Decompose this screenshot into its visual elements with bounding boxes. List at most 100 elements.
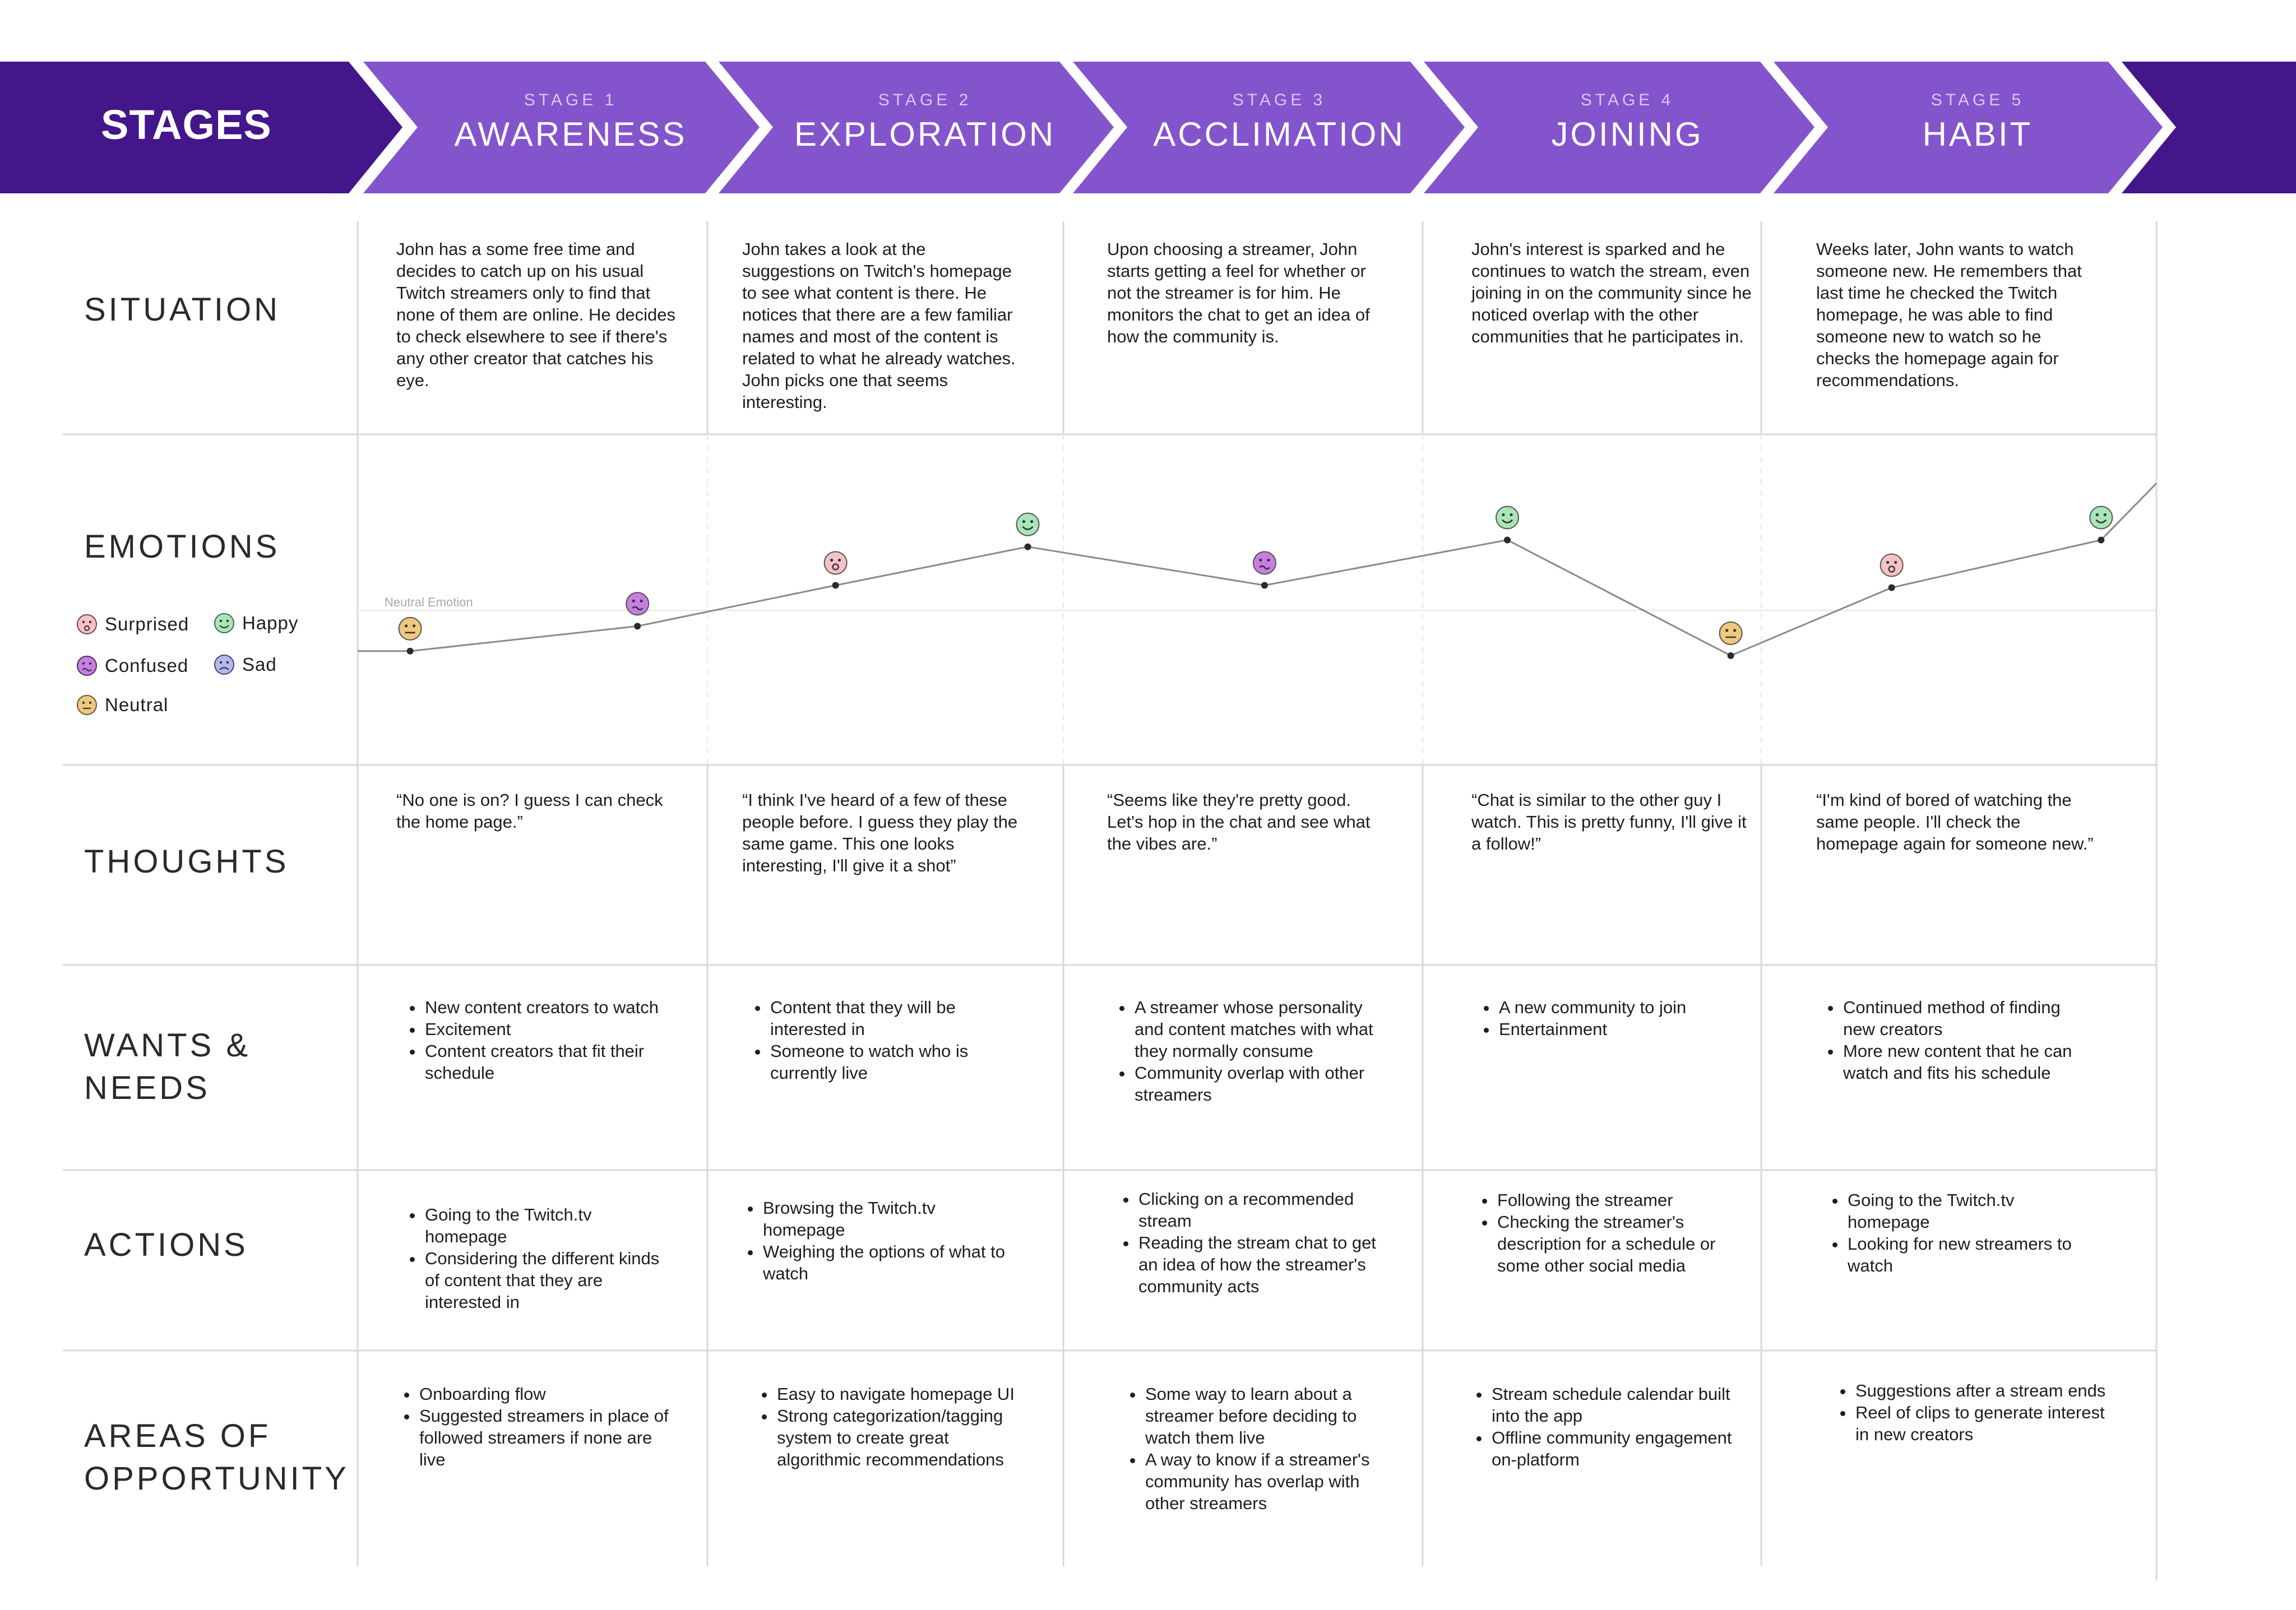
bullet-list: Going to the Twitch.tv homepage Consider… [398, 1204, 678, 1313]
bullet-list: Suggestions after a stream ends Reel of … [1829, 1380, 2109, 1445]
legend-label: Sad [242, 654, 277, 675]
grid-lines [63, 221, 2158, 1580]
thoughts-stage-1: “No one is on? I guess I can check the h… [396, 790, 663, 832]
list-item: Going to the Twitch.tv homepage [424, 1204, 678, 1247]
actions-stage-2: Browsing the Twitch.tv homepage Weighing… [736, 1197, 1016, 1284]
neutral-face-icon [1719, 621, 1743, 645]
thoughts-stage-4: “Chat is similar to the other guy I watc… [1471, 790, 1747, 853]
bullet-list: A new community to join Entertainment [1472, 996, 1741, 1040]
stage-1-name: AWARENESS [454, 115, 687, 153]
emotion-point [1888, 584, 1895, 591]
wants-stage-4: A new community to join Entertainment [1472, 996, 1741, 1040]
wants-stage-1: New content creators to watch Excitement… [398, 996, 673, 1084]
bullet-list: Stream schedule calendar built into the … [1465, 1383, 1751, 1470]
legend-item-happy: Happy [213, 612, 298, 634]
actions-stage-3: Clicking on a recommended stream Reading… [1112, 1188, 1392, 1297]
neutral-face-icon [77, 695, 97, 715]
list-item: Community overlap with other streamers [1133, 1062, 1382, 1106]
stage-5-chevron [1774, 62, 2163, 193]
confused-face-icon [77, 656, 97, 676]
row-label-areas-of-opportunity: AREAS OF OPPORTUNITY [84, 1415, 376, 1500]
stages-banner-text: STAGES STAGE 1 AWARENESS STAGE 2 EXPLORA… [0, 62, 2296, 193]
list-item: Some way to learn about a streamer befor… [1144, 1383, 1387, 1449]
happy-face-icon [2089, 505, 2113, 530]
situation-stage-5: Weeks later, John wants to watch someone… [1816, 239, 2082, 390]
emotion-point [832, 582, 839, 589]
row-label-thoughts: THOUGHTS [84, 843, 289, 880]
row-label-situation: SITUATION [84, 291, 281, 328]
surprised-face-icon [77, 614, 97, 634]
opportunity-stage-4: Stream schedule calendar built into the … [1465, 1383, 1751, 1470]
stages-label-chevron [0, 62, 402, 193]
stage-5-number: STAGE 5 [1931, 91, 2025, 109]
stage-2-number: STAGE 2 [878, 91, 972, 109]
bullet-list: Onboarding flow Suggested streamers in p… [392, 1383, 673, 1470]
list-item: A streamer whose personality and content… [1133, 996, 1382, 1062]
wants-stage-3: A streamer whose personality and content… [1108, 996, 1382, 1106]
stages-title: STAGES [101, 101, 272, 148]
list-item: Offline community engagement on-platform [1490, 1427, 1751, 1470]
surprised-face-icon [823, 551, 848, 575]
list-item: Content that they will be interested in [769, 996, 1007, 1040]
opportunity-stage-3: Some way to learn about a streamer befor… [1118, 1383, 1387, 1514]
list-item: Onboarding flow [418, 1383, 673, 1405]
bullet-list: Following the streamer Checking the stre… [1470, 1189, 1751, 1277]
actions-stage-5: Going to the Twitch.tv homepage Looking … [1821, 1189, 2101, 1277]
thoughts-stage-5: “I'm kind of bored of watching the same … [1816, 790, 2094, 853]
row-label-line: OPPORTUNITY [84, 1460, 349, 1497]
legend-label: Happy [242, 613, 299, 633]
emotion-point [1504, 536, 1511, 544]
banner-end-chevron [2122, 62, 2296, 193]
wants-stage-2: Content that they will be interested in … [743, 996, 1007, 1084]
emotion-point [1727, 652, 1734, 659]
stage-2-name: EXPLORATION [794, 115, 1056, 153]
bullet-list: A streamer whose personality and content… [1108, 996, 1382, 1106]
bullet-list: Easy to navigate homepage UI Strong cate… [750, 1383, 1030, 1470]
bullet-list: Browsing the Twitch.tv homepage Weighing… [736, 1197, 1016, 1284]
list-item: A way to know if a streamer's community … [1144, 1449, 1387, 1514]
actions-stage-4: Following the streamer Checking the stre… [1470, 1189, 1751, 1277]
stage-4-chevron [1424, 62, 1814, 193]
row-label-line: AREAS OF [84, 1418, 271, 1454]
stages-banner [0, 62, 2296, 193]
legend-item-sad: Sad [213, 653, 277, 676]
list-item: Browsing the Twitch.tv homepage [762, 1197, 1016, 1241]
bullet-list: Content that they will be interested in … [743, 996, 1007, 1084]
opportunity-stage-1: Onboarding flow Suggested streamers in p… [392, 1383, 673, 1470]
legend-label: Neutral [105, 694, 169, 715]
happy-face-icon [214, 613, 234, 633]
list-item: Entertainment [1498, 1018, 1741, 1040]
stage-1-number: STAGE 1 [524, 91, 618, 109]
list-item: Easy to navigate homepage UI [776, 1383, 1030, 1405]
list-item: Looking for new streamers to watch [1846, 1233, 2101, 1277]
row-label-actions: ACTIONS [84, 1227, 248, 1263]
emotion-point [406, 647, 414, 655]
list-item: Clicking on a recommended stream [1137, 1188, 1392, 1232]
list-item: Checking the streamer's description for … [1496, 1211, 1751, 1277]
bullet-list: Continued method of finding new creators… [1816, 996, 2096, 1084]
stage-2-chevron [719, 62, 1114, 193]
list-item: More new content that he can watch and f… [1842, 1040, 2096, 1084]
list-item: Considering the different kinds of conte… [424, 1247, 678, 1313]
emotion-point [1024, 543, 1031, 550]
list-item: Going to the Twitch.tv homepage [1846, 1189, 2101, 1233]
stage-3-chevron [1073, 62, 1465, 193]
happy-face-icon [1016, 512, 1040, 536]
opportunity-stage-5: Suggestions after a stream ends Reel of … [1829, 1380, 2109, 1445]
legend-item-neutral: Neutral [76, 694, 168, 716]
list-item: Weighing the options of what to watch [762, 1241, 1016, 1284]
list-item: Suggested streamers in place of followed… [418, 1405, 673, 1470]
bullet-list: New content creators to watch Excitement… [398, 996, 673, 1084]
situation-stage-3: Upon choosing a streamer, John starts ge… [1107, 239, 1370, 346]
emotion-point [1261, 582, 1268, 589]
bullet-list: Clicking on a recommended stream Reading… [1112, 1188, 1392, 1297]
legend-label: Surprised [105, 614, 189, 634]
list-item: Strong categorization/tagging system to … [776, 1405, 1030, 1470]
emotion-point [2098, 536, 2105, 544]
stage-5-name: HABIT [1922, 115, 2033, 153]
thoughts-stage-3: “Seems like they're pretty good. Let's h… [1107, 790, 1371, 853]
opportunity-stage-2: Easy to navigate homepage UI Strong cate… [750, 1383, 1030, 1470]
list-item: Continued method of finding new creators [1842, 996, 2096, 1040]
